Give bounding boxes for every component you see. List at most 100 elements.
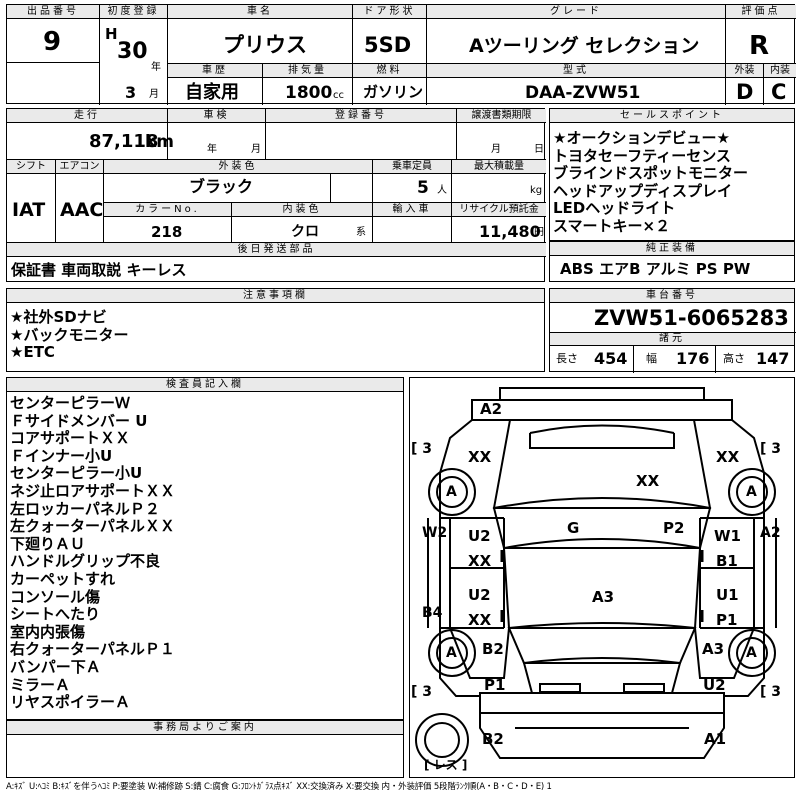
- fuel-label: 燃料: [353, 64, 426, 78]
- chassis-number: ZVW51-6065283: [594, 306, 789, 330]
- lot-no-label: 出品番号: [7, 5, 99, 19]
- mark-a2-right: A2: [760, 525, 781, 541]
- color-no: 218: [151, 223, 183, 241]
- door-label: ドア形状: [353, 5, 426, 19]
- grade-label: グレード: [427, 5, 725, 19]
- height: 147: [756, 349, 790, 368]
- aircon: AAC: [60, 199, 104, 221]
- spare-tire: [ レス ]: [424, 758, 468, 772]
- mark-b4: B4: [422, 605, 443, 621]
- first-reg-label: 初度登録: [100, 5, 167, 19]
- model-label: 型式: [427, 64, 725, 78]
- car-outline: [415, 387, 777, 767]
- mark-b1: B1: [716, 552, 738, 570]
- mark-xx-door-fl: XX: [468, 552, 492, 570]
- tire-fl: [ 3: [411, 441, 433, 457]
- inspector-item: 左ロッカーパネルＰ２: [10, 499, 160, 518]
- reg-no-label: 登録番号: [266, 109, 456, 123]
- tire-rr: [ 3: [760, 684, 782, 700]
- vehicle-info-box: 走行 車検 登録番号 譲渡書類期限 87,118 km 年 月 月 日 シフト …: [6, 108, 546, 282]
- length: 454: [594, 349, 628, 368]
- note-item: ★ETC: [10, 343, 55, 362]
- inspector-item: ミラーＡ: [10, 675, 71, 694]
- sales-point-item: ブラインドスポットモニター: [553, 164, 749, 183]
- tire-fr: [ 3: [760, 441, 782, 457]
- chassis-box: 車台番号 ZVW51-6065283 諸元 長さ 454 幅 176 高さ 14…: [549, 288, 796, 373]
- inspector-item: コンソール傷: [10, 587, 101, 606]
- transfer-label: 譲渡書類期限: [457, 109, 546, 123]
- mark-w1: W1: [714, 527, 741, 545]
- inspector-item: 室内内張傷: [10, 622, 86, 641]
- factory-equipment: ABS エアB アルミ PS PW: [560, 260, 751, 278]
- transfer-month-unit: 月: [491, 144, 501, 155]
- later-parts: 保証書 車両取説 キーレス: [11, 261, 187, 279]
- mark-w2: W2: [422, 525, 448, 541]
- inspection-year-unit: 年: [207, 144, 217, 155]
- office-label: 事務局よりご案内: [7, 721, 403, 735]
- length-label: 長さ: [556, 352, 578, 365]
- mark-b2-bottom: B2: [482, 730, 504, 748]
- mark-p1-left: P1: [484, 676, 506, 694]
- sales-point-item: スマートキー×２: [553, 216, 671, 235]
- inspector-item: シートへたり: [10, 605, 101, 624]
- mark-a-wheel-fl: A: [446, 484, 457, 500]
- inspection-label: 車検: [168, 109, 265, 123]
- interior-label: 内装: [764, 64, 796, 78]
- import-label: 輸入車: [373, 203, 451, 217]
- specs-label: 諸元: [550, 333, 794, 346]
- mark-xx-front-left: XX: [468, 448, 492, 466]
- aircon-label: エアコン: [56, 160, 103, 174]
- mark-xx-hood: XX: [636, 472, 660, 490]
- office-box: 事務局よりご案内: [6, 720, 404, 778]
- exterior-label: 外装: [726, 64, 763, 78]
- int-color: クロ: [291, 224, 319, 240]
- model: DAA-ZVW51: [525, 83, 641, 103]
- history-label: 車歴: [168, 64, 262, 78]
- sales-points-box: セールスポイント ★オークションデビュー★ トヨタセーフティーセンス ブラインド…: [549, 108, 795, 241]
- capacity: 5: [417, 178, 429, 198]
- shift: IAT: [12, 199, 46, 221]
- mark-a-wheel-rl: A: [446, 645, 457, 661]
- load-label: 最大積載量: [452, 160, 546, 174]
- color-no-label: カラーNo.: [104, 203, 231, 217]
- grade: Aツーリング セレクション: [469, 35, 700, 57]
- displacement: 1800: [285, 83, 333, 103]
- ext-color: ブラック: [189, 177, 254, 196]
- sales-points-label: セールスポイント: [550, 109, 794, 123]
- car-name: プリウス: [223, 33, 307, 57]
- mark-b2-left: B2: [482, 640, 504, 658]
- inspection-month-unit: 月: [251, 144, 261, 155]
- ext-color-label: 外装色: [104, 160, 372, 174]
- door-type: 5SD: [364, 33, 412, 57]
- factory-equipment-label: 純正装備: [550, 242, 794, 256]
- first-reg-year: 30: [117, 39, 148, 64]
- load-unit: kg: [530, 185, 543, 196]
- inspector-item: ハンドルグリップ不良: [10, 552, 161, 571]
- mark-a3-roof: A3: [592, 588, 615, 606]
- first-reg-month-unit: 月: [149, 89, 159, 100]
- mark-u1: U1: [716, 586, 739, 604]
- mark-a-wheel-rr: A: [746, 645, 757, 661]
- legend: A:ｷｽﾞ U:ﾍｺﾐ B:ｷｽﾞを伴うﾍｺﾐ P:要塗装 W:補修跡 S:錆 …: [6, 782, 552, 792]
- car-name-label: 車名: [168, 5, 352, 19]
- inspector-item: リヤスポイラーＡ: [10, 693, 131, 712]
- mark-xx-front-right: XX: [716, 448, 740, 466]
- shift-label: シフト: [7, 160, 55, 174]
- inspector-item: 左クォーターパネルＸＸ: [10, 517, 175, 536]
- mark-p2: P2: [663, 519, 685, 537]
- first-reg-month: 3: [125, 83, 137, 102]
- inspector-item: バンパー下Ａ: [10, 657, 101, 676]
- fuel: ガソリン: [363, 83, 424, 101]
- displacement-label: 排気量: [263, 64, 352, 78]
- mileage: 87,118: [89, 131, 159, 152]
- score: R: [749, 31, 770, 61]
- inspector-item: 下廻りＡＵ: [10, 534, 86, 553]
- capacity-unit: 人: [437, 185, 447, 196]
- mark-u2-right: U2: [703, 676, 726, 694]
- score-label: 評価点: [726, 5, 796, 19]
- inspector-item: 右クォーターパネルＰ１: [10, 640, 175, 659]
- car-diagram-box: A2 XX XX XX A A W2 A2 U2 XX G P2 W1 B1 U…: [409, 377, 795, 778]
- height-label: 高さ: [723, 352, 745, 365]
- tire-rl: [ 3: [411, 684, 433, 700]
- recycle-label: リサイクル預託金: [452, 203, 546, 217]
